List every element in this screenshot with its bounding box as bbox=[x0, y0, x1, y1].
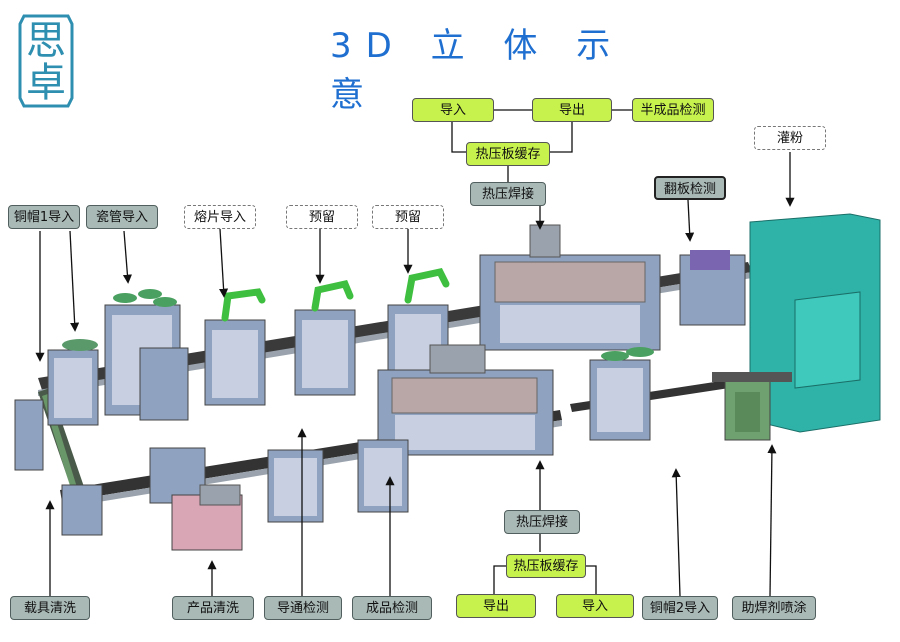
label-bottom-import: 导入 bbox=[556, 594, 634, 618]
label-product-wash: 产品清洗 bbox=[172, 596, 254, 620]
label-bottom-export: 导出 bbox=[456, 594, 536, 618]
machine-hot-press-bottom bbox=[377, 344, 554, 456]
machine-flux-spray bbox=[712, 372, 792, 441]
label-flip-inspect: 翻板检测 bbox=[654, 176, 726, 200]
label-top-weld: 热压焊接 bbox=[470, 182, 546, 206]
label-semi-inspect: 半成品检测 bbox=[632, 98, 714, 122]
label-carrier-wash: 载具清洗 bbox=[10, 596, 90, 620]
machine-tube-feeder bbox=[104, 289, 189, 421]
machine-product-wash bbox=[149, 447, 243, 551]
label-flux-spray: 助焊剂喷涂 bbox=[732, 596, 816, 620]
label-tube-import: 瓷管导入 bbox=[86, 205, 158, 229]
label-continuity-inspect: 导通检测 bbox=[264, 596, 342, 620]
label-reserve-1: 预留 bbox=[286, 205, 358, 229]
machine-flip-inspect bbox=[679, 250, 746, 326]
label-bottom-buffer: 热压板缓存 bbox=[506, 554, 586, 578]
machine-fuse-robot bbox=[204, 288, 266, 406]
logo-text: 思卓 bbox=[26, 18, 66, 106]
machine-hot-press-top bbox=[479, 224, 661, 351]
page-title: 3D 立 体 示 意 bbox=[330, 26, 625, 115]
connector-lines bbox=[35, 109, 795, 597]
label-cap2-import: 铜帽2导入 bbox=[642, 596, 718, 620]
label-reserve-2: 预留 bbox=[372, 205, 444, 229]
label-bottom-weld: 热压焊接 bbox=[504, 510, 580, 534]
label-top-buffer: 热压板缓存 bbox=[466, 142, 550, 166]
label-top-export: 导出 bbox=[532, 98, 612, 122]
company-logo: 思卓 bbox=[18, 14, 74, 108]
machine-continuity-inspect bbox=[267, 449, 324, 523]
machine-cap2-feeder bbox=[589, 347, 654, 441]
label-final-inspect: 成品检测 bbox=[352, 596, 432, 620]
machine-carrier-wash bbox=[14, 399, 103, 536]
machine-cap1-feeder bbox=[47, 339, 99, 426]
label-top-import: 导入 bbox=[412, 98, 494, 122]
machine-reserve-robot-1 bbox=[294, 279, 356, 396]
machine-final-inspect bbox=[357, 439, 409, 513]
label-cap1-import: 铜帽1导入 bbox=[8, 205, 80, 229]
logo-seal-icon bbox=[18, 14, 74, 108]
label-fuse-import: 熔片导入 bbox=[184, 205, 256, 229]
label-powder-fill: 灌粉 bbox=[754, 126, 826, 150]
